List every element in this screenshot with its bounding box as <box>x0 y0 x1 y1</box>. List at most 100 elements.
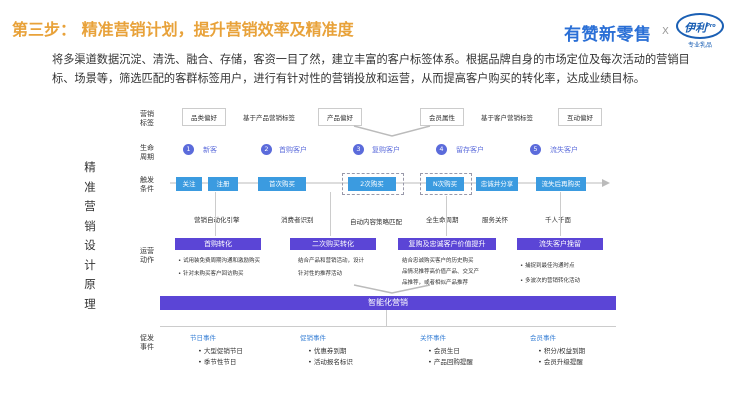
logo-separator: X <box>662 26 669 37</box>
row-label-line: 动作 <box>140 256 154 264</box>
vtitle-char: 销 <box>84 218 96 233</box>
bullet-text: 品推荐，或者相似产品推荐 <box>402 280 469 286</box>
stage-number-4: 4 <box>436 144 447 155</box>
intro-paragraph: 将多渠道数据沉淀、清洗、融合、存储，客资一目了然，建立丰富的客户标签体系。根据品… <box>52 53 690 85</box>
event-member: 会员事件 积分/权益到期 会员升级提醒 <box>530 332 585 368</box>
vtitle-char: 精 <box>84 160 96 174</box>
row-label-line: 条件 <box>140 185 154 193</box>
bullet-text: 结合产品和营销活动，设计 <box>298 258 365 264</box>
event-item: 大型促销节日 <box>198 346 243 357</box>
page-title: 第三步： 精准营销计划，提升营销效率及精准度 <box>12 20 354 39</box>
yili-logo-sup: Pro <box>706 23 716 29</box>
event-top-line <box>160 326 616 327</box>
ops-first-conversion: 首购转化 <box>175 238 261 250</box>
vtitle-char: 原 <box>84 277 96 291</box>
yili-logo: 伊利Pro 专业乳品 <box>676 13 724 49</box>
row-label-line: 周期 <box>140 153 154 161</box>
row-label-line: 促发 <box>140 334 154 342</box>
chevron-down-icon <box>353 284 431 294</box>
trigger-second-buy: 2次购买 <box>348 177 396 191</box>
tag-member-attribute: 会员属性 <box>420 108 464 126</box>
vtitle-char: 计 <box>84 257 96 272</box>
bullet-item: • 多波次的营销转化活动 <box>520 278 581 284</box>
event-item: 积分/权益到期 <box>538 346 585 357</box>
stage-label-lost: 流失客户 <box>550 146 578 154</box>
label-auto-engine: 营销自动化引擎 <box>194 216 240 224</box>
trigger-lost-rebuy: 流失后再购买 <box>536 177 586 191</box>
connector-line <box>560 192 561 236</box>
label-full-lifecycle: 全生命周期 <box>426 216 459 224</box>
event-promo: 促销事件 优惠券到期 活动报名标识 <box>300 332 353 368</box>
row-label-trigger: 触发 条件 <box>140 176 154 194</box>
stage-label-first-purchase: 首购客户 <box>279 146 307 154</box>
row-label-promo-events: 促发 事件 <box>140 334 154 352</box>
label-personalized: 千人千面 <box>545 216 571 224</box>
tag-product-based-label: 基于产品营销标签 <box>243 114 295 122</box>
event-care: 关怀事件 会员生日 产品回购提醒 <box>420 332 473 368</box>
event-item: 会员生日 <box>428 346 473 357</box>
ops-second-conversion: 二次购买转化 <box>290 238 376 250</box>
trigger-group-outline <box>342 173 404 195</box>
ops-repeat-bullets: 结合忠诚购买客户的历史购买 品情况推荐高价值产品、交叉产 品推荐，或者相似产品推… <box>402 257 502 287</box>
row-label-line: 事件 <box>140 343 154 351</box>
bullet-text: 针对性的推荐活动 <box>298 271 343 277</box>
yili-logo-sub: 专业乳品 <box>687 42 712 49</box>
bullet-item: • 试用装免费周期沟通和激励购买 <box>178 258 261 264</box>
row-label-line: 标签 <box>140 119 154 127</box>
stage-number-1: 1 <box>183 144 194 155</box>
ops-second-bullets: 结合产品和营销活动，设计 针对性的推荐活动 <box>298 257 398 278</box>
event-title: 会员事件 <box>530 334 556 342</box>
bullet-text: 针对未购买客户回访购买 <box>183 271 244 277</box>
bullet-text: 结合忠诚购买客户的历史购买 <box>402 258 474 264</box>
trigger-first-buy: 首次购买 <box>258 177 306 191</box>
tag-category-preference: 品类偏好 <box>182 108 226 126</box>
row-label-line: 营销 <box>140 110 154 118</box>
ops-lost-bullets: • 捕捉到最佳沟通时点 • 多波次的营销转化活动 <box>520 262 620 285</box>
event-item: 产品回购提醒 <box>428 357 473 368</box>
vtitle-char: 营 <box>84 199 96 213</box>
bullet-text: 品情况推荐高价值产品、交叉产 <box>402 269 480 275</box>
connector-line <box>330 192 331 236</box>
trigger-n-buy: N次购买 <box>426 177 464 191</box>
trigger-register: 注册 <box>208 177 238 191</box>
event-title: 关怀事件 <box>420 334 446 342</box>
ops-first-bullets: • 试用装免费周期沟通和激励购买 • 针对未购买客户回访购买 <box>178 257 278 278</box>
connector-line <box>215 192 216 236</box>
event-title: 促销事件 <box>300 334 326 342</box>
bullet-text: 试用装免费周期沟通和激励购买 <box>183 258 261 264</box>
event-holiday: 节日事件 大型促销节日 季节性节日 <box>190 332 243 368</box>
stage-number-3: 3 <box>353 144 364 155</box>
bullet-item: • 针对未购买客户回访购买 <box>178 271 244 277</box>
label-content-strategy: 自动内容策略匹配 <box>350 218 402 226</box>
ops-lost-retention: 流失客户挽留 <box>517 238 603 250</box>
label-consumer-recognition: 消费者识别 <box>281 216 314 224</box>
connector-line <box>446 196 447 236</box>
stage-number-5: 5 <box>530 144 541 155</box>
stage-label-new: 新客 <box>203 146 217 154</box>
stage-number-2: 2 <box>261 144 272 155</box>
stage-label-repeat: 复购客户 <box>372 146 400 154</box>
event-item: 优惠券到期 <box>308 346 353 357</box>
event-item: 季节性节日 <box>198 357 243 368</box>
vtitle-char: 理 <box>84 296 96 311</box>
youzan-logo: 有赞新零售 <box>564 25 652 45</box>
event-title: 节日事件 <box>190 334 216 342</box>
trigger-group-outline <box>420 173 472 195</box>
ops-repeat-value: 复购及忠诚客户价值提升 <box>398 238 496 250</box>
tag-customer-based-label: 基于客户营销标签 <box>481 114 533 122</box>
vertical-title: 精 准 营 销 设 计 原 理 <box>82 158 98 314</box>
row-label-line: 触发 <box>140 176 154 184</box>
smart-marketing-bar: 智能化营销 <box>160 296 616 310</box>
bullet-text: 捕捉到最佳沟通时点 <box>525 263 575 269</box>
bullet-text: 多波次的营销转化活动 <box>525 278 581 284</box>
event-item: 会员升级提醒 <box>538 357 585 368</box>
trigger-follow: 关注 <box>176 177 202 191</box>
row-label-line: 运营 <box>140 247 154 255</box>
tag-interaction-preference: 互动偏好 <box>558 108 602 126</box>
row-label-ops-action: 运营 动作 <box>140 247 154 265</box>
row-label-line: 生命 <box>140 144 154 152</box>
vtitle-char: 设 <box>84 238 96 252</box>
yili-logo-text: 伊利 <box>684 21 707 35</box>
label-service-care: 服务关怀 <box>482 216 508 224</box>
event-item: 活动报名标识 <box>308 357 353 368</box>
